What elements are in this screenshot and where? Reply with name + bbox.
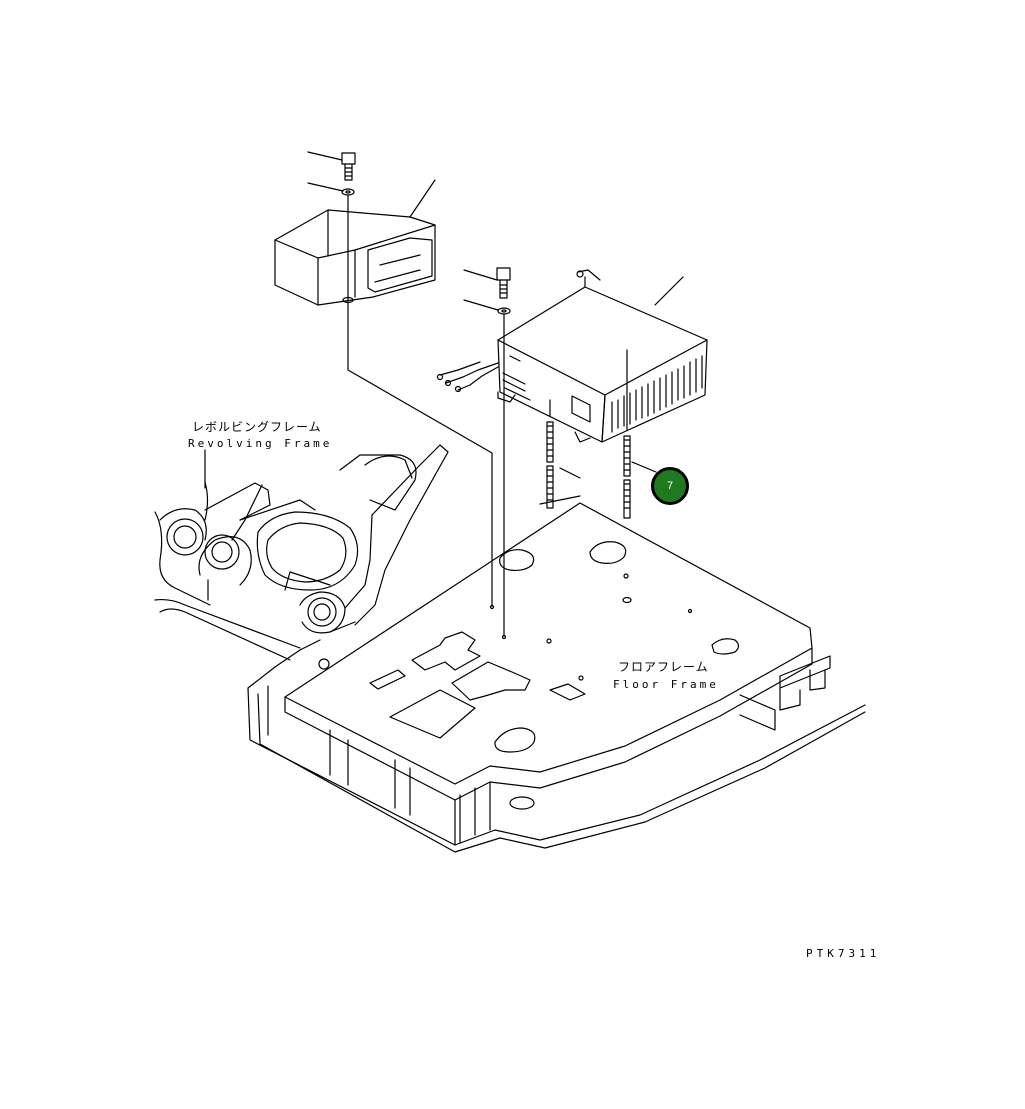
revolving-frame-label-jp: レボルビングフレーム bbox=[192, 420, 322, 434]
floor-frame-label-en: Floor Frame bbox=[613, 678, 719, 691]
stud-bolts bbox=[539, 349, 657, 519]
floor-frame-label-jp: フロアフレーム bbox=[618, 660, 709, 674]
controller-unit bbox=[436, 269, 708, 443]
bolt-left bbox=[307, 151, 495, 610]
revolving-frame-label-en: Revolving Frame bbox=[188, 437, 333, 450]
revolving-frame bbox=[154, 444, 449, 661]
cover-box bbox=[274, 179, 436, 306]
bolt-right bbox=[463, 267, 511, 640]
drawing-code: PTK7311 bbox=[806, 947, 881, 960]
floor-frame bbox=[247, 502, 866, 853]
part-callout-7[interactable]: 7 bbox=[651, 467, 689, 505]
